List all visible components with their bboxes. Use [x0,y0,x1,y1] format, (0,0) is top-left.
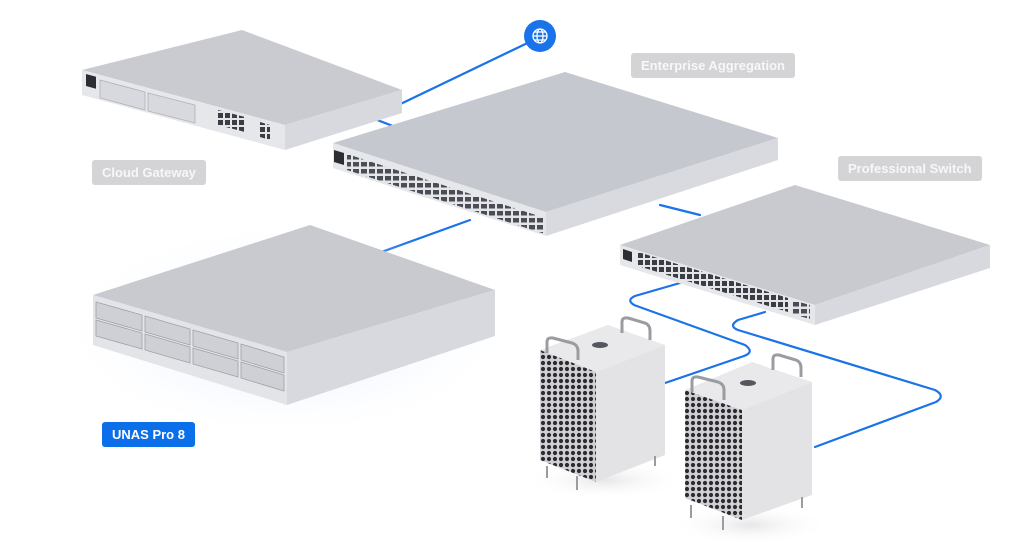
label-professional-switch[interactable]: Professional Switch [838,156,982,181]
drive-bay [99,79,146,111]
drive-bays [95,301,285,392]
console-port-icon [623,249,632,262]
device-workstation-2[interactable] [670,353,830,545]
ethernet-ports [218,110,245,132]
device-professional-switch[interactable] [620,185,990,325]
internet-node[interactable] [524,20,556,52]
ethernet-port-array [638,252,788,312]
label-cloud-gateway[interactable]: Cloud Gateway [92,160,206,185]
sfp-ports [792,300,810,319]
globe-icon [532,28,548,44]
device-unas-pro-8[interactable] [93,225,495,405]
console-port-icon [334,150,344,165]
link-aggregation-switch [658,203,702,217]
sfp-port-array [347,154,545,234]
device-workstation-1[interactable] [525,316,685,500]
device-enterprise-aggregation[interactable] [333,72,778,236]
sfp-ports [260,122,270,140]
device-cloud-gateway[interactable] [82,30,402,150]
power-port-icon [86,74,96,89]
label-enterprise-aggregation[interactable]: Enterprise Aggregation [631,53,795,78]
drive-bay [147,92,196,124]
connection-links [363,35,942,449]
link-internet-gateway [386,35,542,112]
label-unas-pro-8[interactable]: UNAS Pro 8 [102,422,195,447]
link-switch-workstation-1 [629,281,751,385]
link-switch-workstation-2 [731,310,942,449]
